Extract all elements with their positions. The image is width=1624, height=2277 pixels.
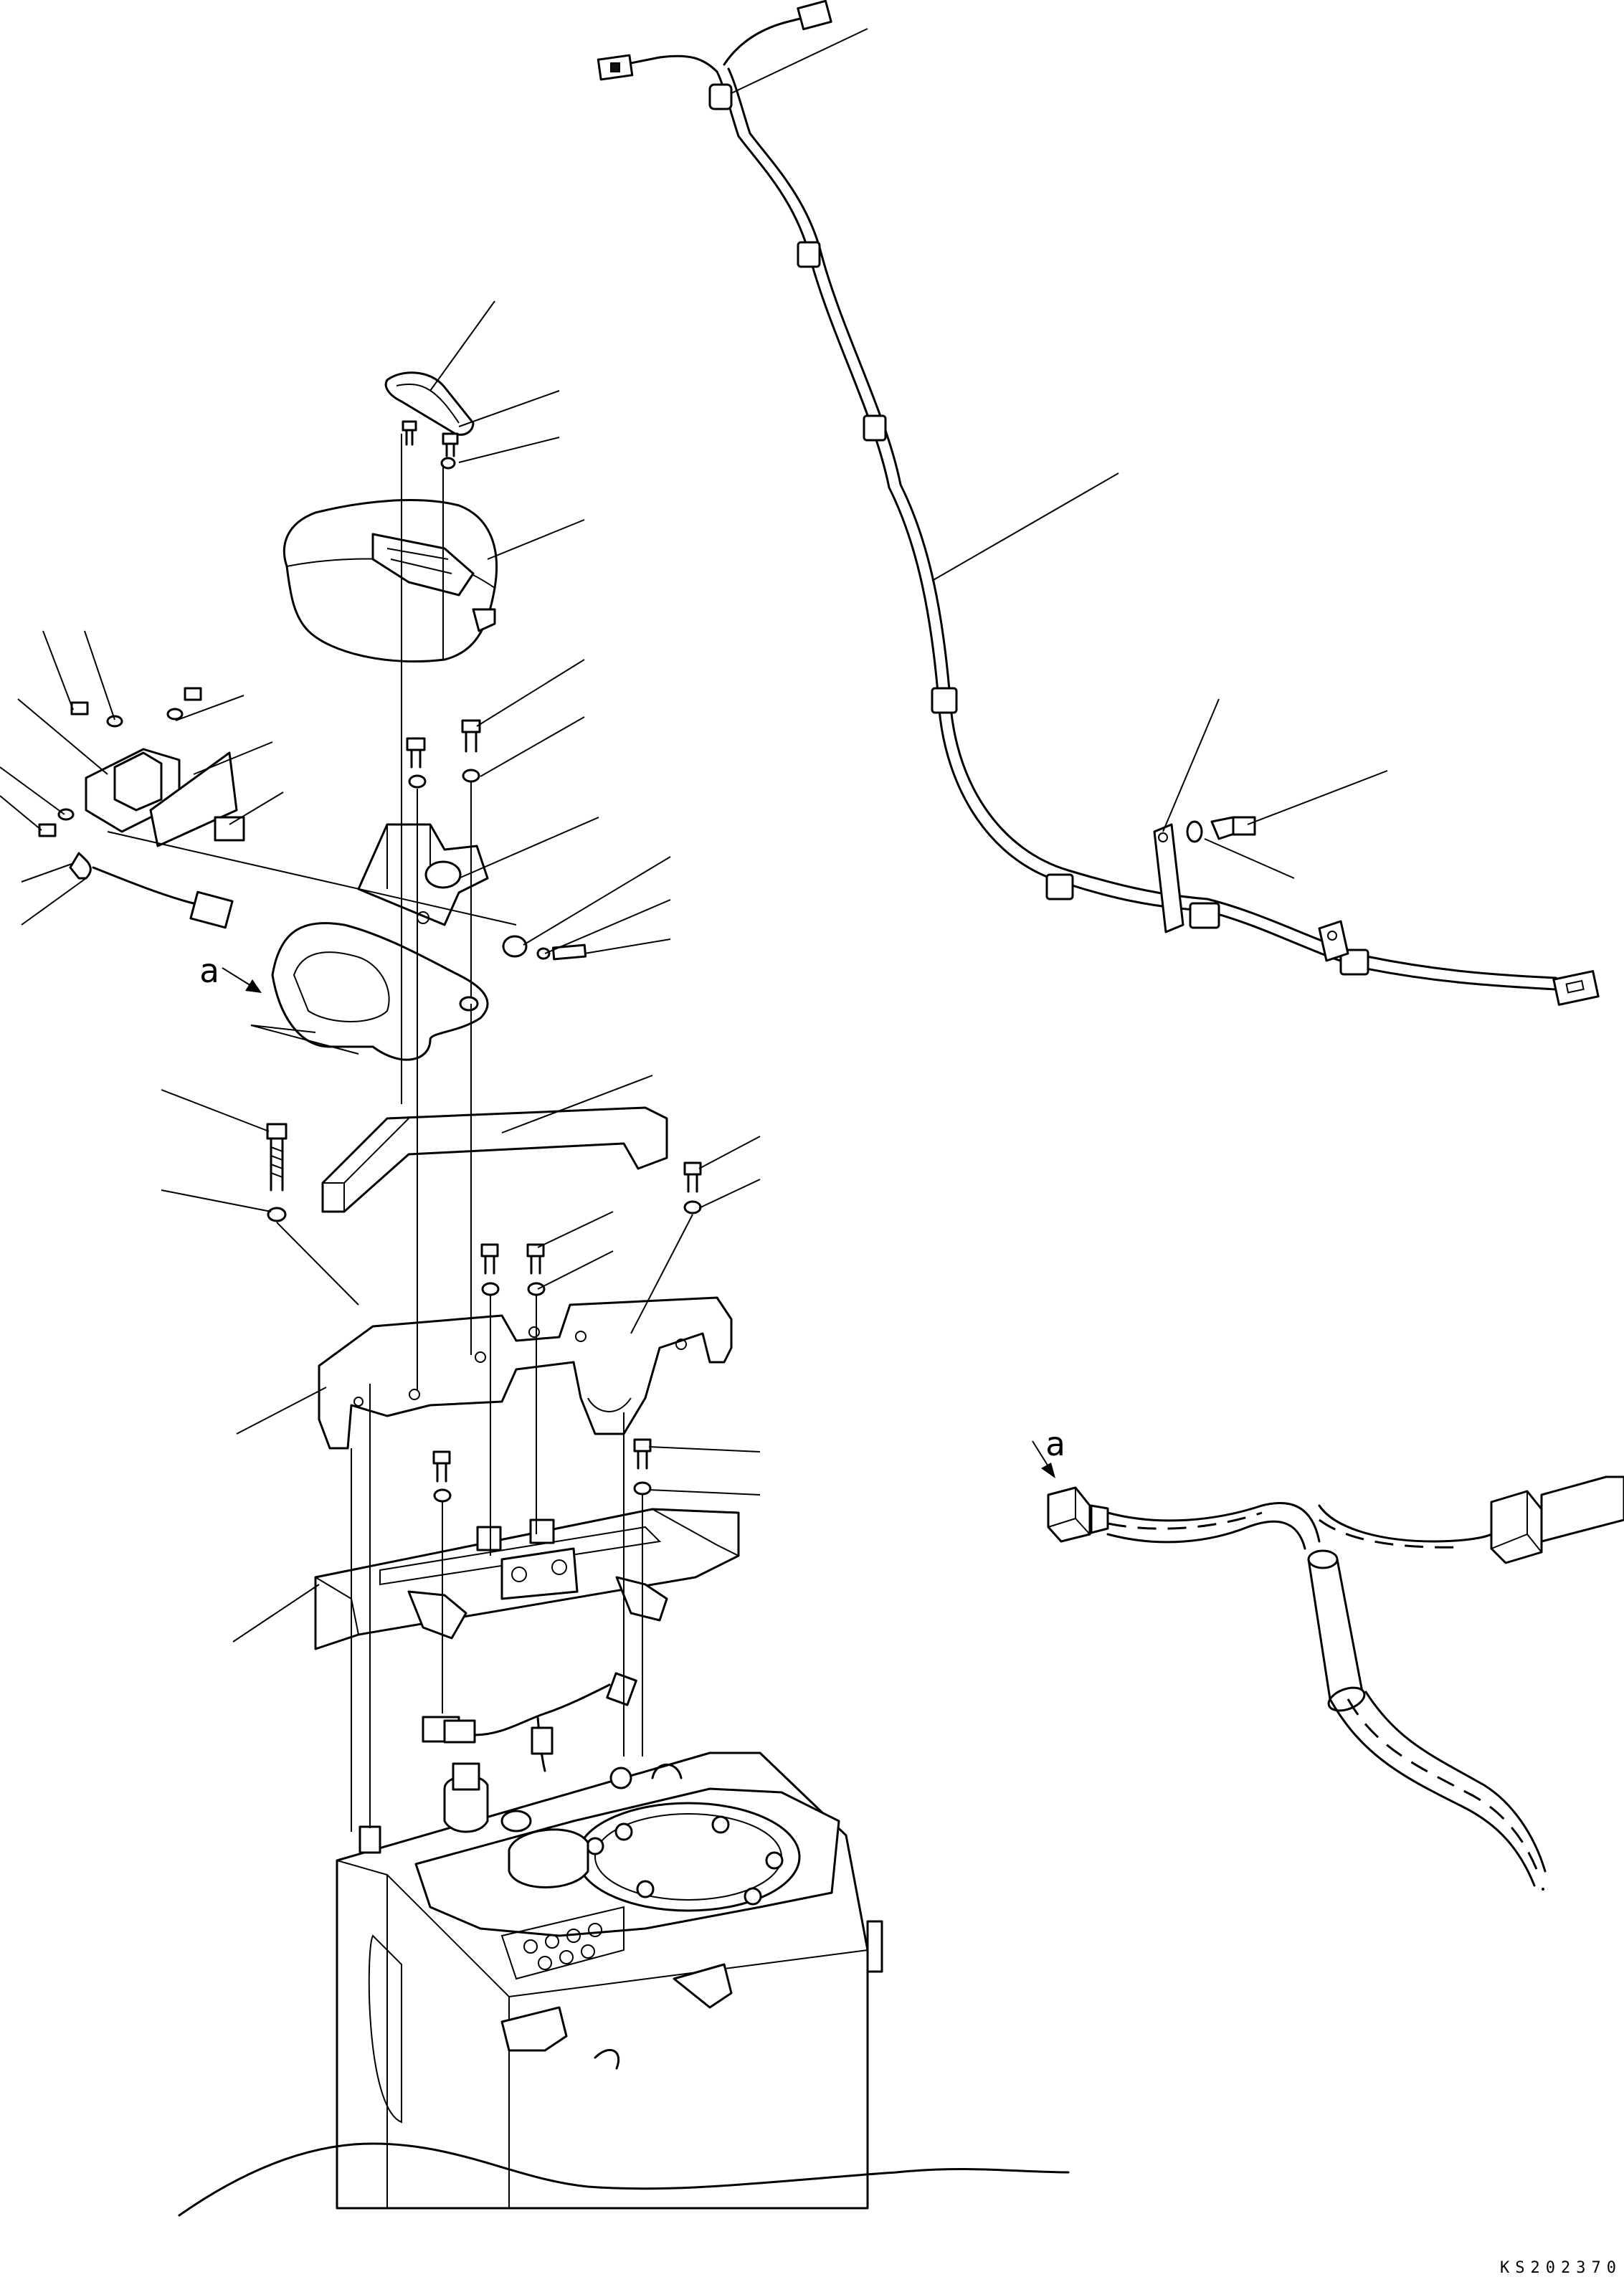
- bezel-cover: [271, 922, 489, 1061]
- right-bolt: [683, 1161, 702, 1214]
- harness-clips: [708, 83, 1369, 976]
- drawing-code: KS202370: [1500, 2259, 1622, 2277]
- view-a-arrow-left: [222, 967, 262, 993]
- harness-connector-end: [1552, 970, 1600, 1006]
- left-assembly-leaders: [0, 300, 761, 1643]
- tank-break-line: [178, 2142, 1070, 2217]
- detail-view-a: [1047, 1475, 1624, 1891]
- side-nut-bolt: [502, 935, 587, 961]
- view-label-a-left: a: [199, 951, 219, 990]
- grip-cover: [384, 371, 475, 436]
- assembly-center-lines: [276, 434, 693, 1832]
- lower-tray: [314, 1508, 740, 1650]
- view-label-a-right: a: [1045, 1425, 1065, 1463]
- harness-connector-top-left: [597, 54, 634, 81]
- lever-guide-bar: [321, 1106, 668, 1213]
- cover-body: [282, 499, 498, 663]
- tank-body: [336, 1751, 883, 2210]
- harness-connector-top-right: [797, 0, 832, 31]
- sensor-wiring: [422, 1672, 637, 1772]
- wire-harness-main: [622, 16, 1557, 991]
- top-plate: [318, 1296, 733, 1450]
- switch-cable: [69, 831, 517, 929]
- view-a-arrow-right: [1032, 1440, 1055, 1478]
- upper-bracket: [357, 823, 489, 926]
- lower-bolts-pair: [432, 1438, 652, 1503]
- long-bolt: [266, 1123, 288, 1222]
- harness-leaders: [731, 28, 1388, 879]
- small-screws-top: [402, 420, 459, 470]
- upper-bolts: [406, 719, 481, 789]
- mid-bolts: [480, 1243, 546, 1296]
- harness-bracket: [1153, 816, 1349, 962]
- switch-assembly: [38, 687, 245, 847]
